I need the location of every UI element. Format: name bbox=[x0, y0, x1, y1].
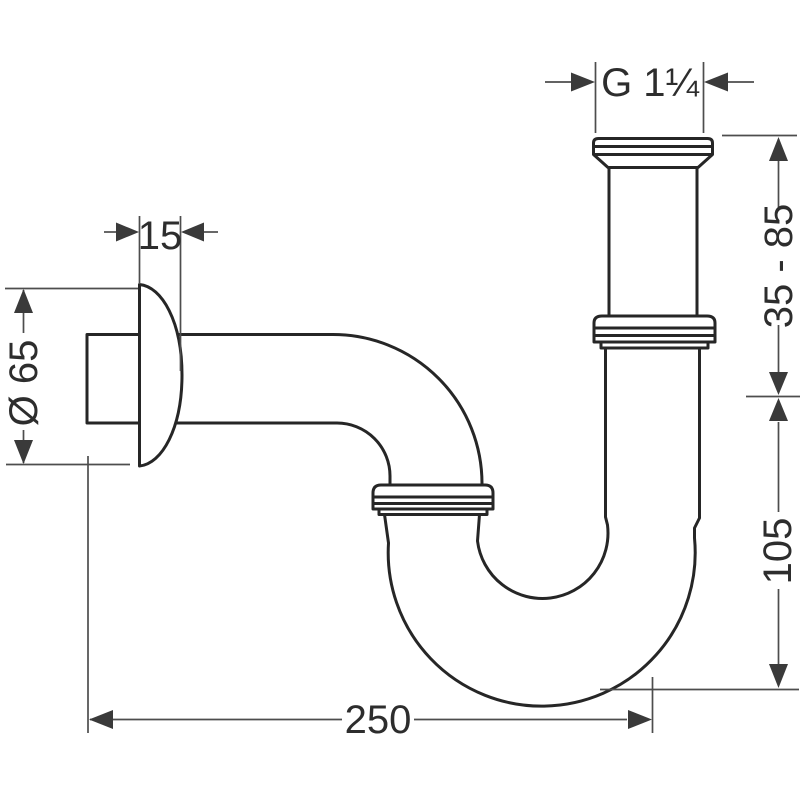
dimension-label-escutcheon-diameter: Ø 65 bbox=[2, 340, 46, 427]
nut-lip bbox=[377, 507, 489, 516]
inlet-elbow-inner-wall bbox=[172, 421, 392, 487]
dimension-label-escutcheon-depth: 15 bbox=[138, 214, 183, 258]
riser-top-connector bbox=[592, 137, 714, 169]
arrowhead bbox=[571, 72, 595, 92]
dimension-label-projection: 250 bbox=[345, 698, 412, 742]
slip-nut-riser bbox=[592, 314, 717, 350]
arrowhead bbox=[628, 710, 652, 729]
arrowhead bbox=[769, 137, 788, 161]
arrowhead bbox=[769, 398, 788, 421]
trap-u-bend-outer-wall bbox=[383, 349, 701, 708]
arrowhead bbox=[89, 710, 113, 729]
inlet-elbow-outer-wall bbox=[172, 333, 484, 487]
dimension-label-thread-size: G 1¼ bbox=[601, 61, 699, 105]
arrowhead bbox=[769, 664, 788, 688]
arrowhead bbox=[14, 440, 33, 464]
dimension-escutcheon-diameter: Ø 65 bbox=[2, 287, 138, 466]
nut-lip bbox=[599, 340, 710, 350]
dimension-outlet-drop: 105 bbox=[600, 398, 800, 691]
arrowhead bbox=[181, 222, 204, 242]
wall-pipe-stub bbox=[85, 333, 140, 425]
riser-pipe bbox=[607, 168, 699, 316]
arrowhead bbox=[704, 72, 728, 92]
dimension-adjustment-range: 35 - 85 bbox=[722, 134, 800, 398]
arrowhead bbox=[116, 222, 139, 242]
dimension-projection: 250 bbox=[87, 456, 654, 742]
dimension-label-adjustment-range: 35 - 85 bbox=[757, 204, 800, 329]
dimension-escutcheon-depth: 15 bbox=[104, 214, 218, 371]
slip-nut-tailpiece bbox=[371, 483, 495, 516]
dimension-label-outlet-drop: 105 bbox=[756, 518, 800, 585]
wall-escutcheon bbox=[138, 283, 184, 468]
dimensions: G 1¼ 15 Ø 65 bbox=[2, 61, 800, 742]
arrowhead bbox=[769, 372, 788, 395]
trap-body bbox=[85, 137, 717, 708]
arrowhead bbox=[14, 289, 33, 313]
dimension-thread-size: G 1¼ bbox=[545, 61, 754, 133]
trap-u-bend-inner-wall bbox=[476, 349, 610, 600]
